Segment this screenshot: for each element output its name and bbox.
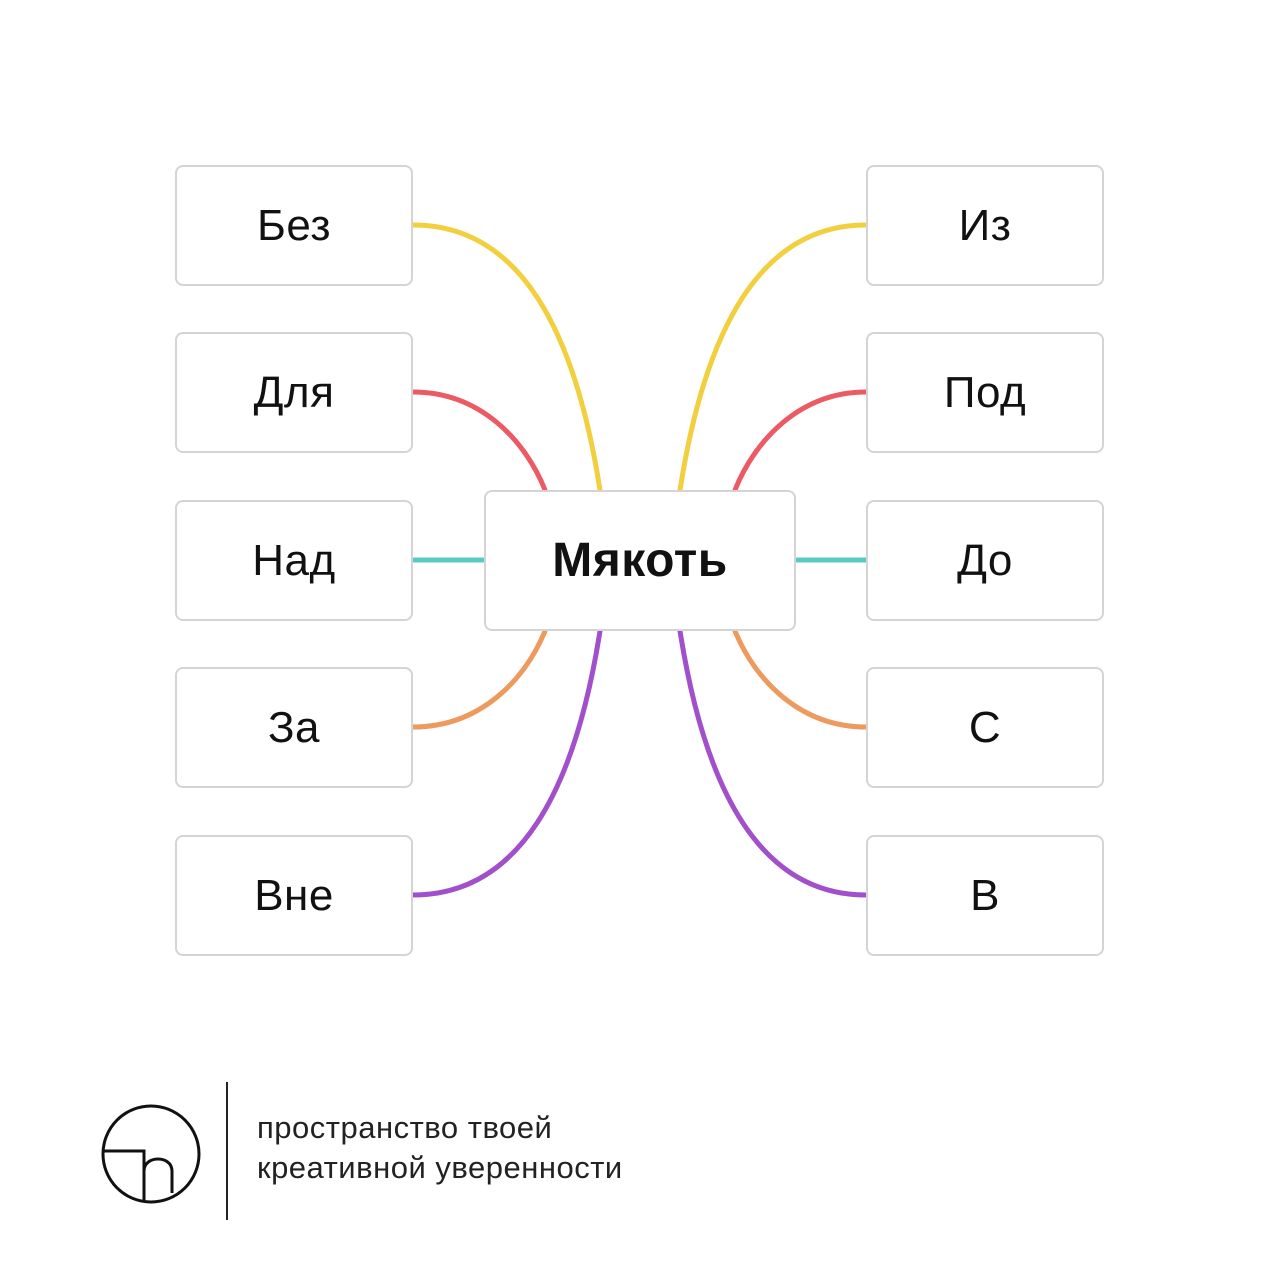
- node-label: Над: [252, 535, 336, 585]
- node-label: С: [968, 702, 1002, 752]
- node-left-2[interactable]: Для: [175, 332, 413, 453]
- node-left-4[interactable]: За: [175, 667, 413, 788]
- connector-right-4: [732, 628, 869, 730]
- node-right-1[interactable]: Из: [866, 165, 1104, 286]
- node-right-3[interactable]: До: [866, 500, 1104, 621]
- node-label: Из: [958, 200, 1012, 250]
- tagline-line-1: пространство твоей: [257, 1110, 553, 1145]
- node-label: За: [267, 702, 321, 752]
- node-right-2[interactable]: Под: [866, 332, 1104, 453]
- footer-divider: [226, 1082, 228, 1220]
- node-right-5[interactable]: В: [866, 835, 1104, 956]
- connector-left-2: [410, 389, 548, 493]
- h-circle-logo-icon: [101, 1104, 201, 1204]
- connector-right-5: [677, 628, 869, 898]
- connector-left-4: [410, 628, 548, 730]
- connector-right-1: [677, 222, 869, 493]
- node-label: Без: [256, 200, 332, 250]
- node-label: До: [957, 535, 1013, 585]
- node-label: В: [970, 870, 1000, 920]
- node-left-5[interactable]: Вне: [175, 835, 413, 956]
- footer-tagline: пространство твоей креативной уверенност…: [257, 1108, 623, 1188]
- center-node[interactable]: Мякоть: [484, 490, 796, 631]
- node-left-1[interactable]: Без: [175, 165, 413, 286]
- tagline-line-2: креативной уверенности: [257, 1150, 623, 1185]
- node-label: Для: [253, 367, 335, 417]
- connector-left-5: [410, 628, 603, 898]
- node-label: Вне: [254, 870, 334, 920]
- connector-right-2: [732, 389, 869, 493]
- node-right-4[interactable]: С: [866, 667, 1104, 788]
- node-label: Под: [943, 367, 1027, 417]
- connector-left-1: [410, 222, 603, 493]
- center-node-label: Мякоть: [552, 534, 728, 587]
- node-left-3[interactable]: Над: [175, 500, 413, 621]
